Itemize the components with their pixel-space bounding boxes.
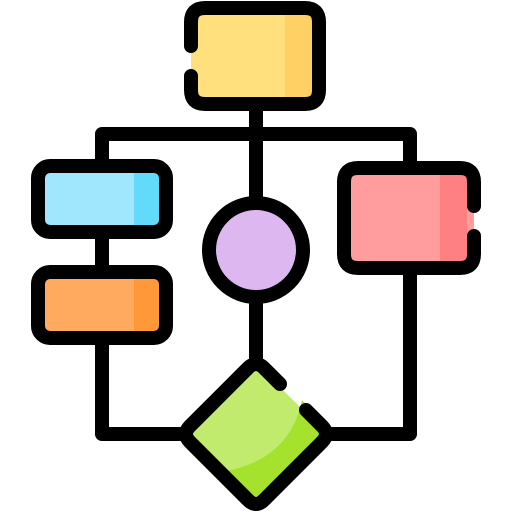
left-top-box-outline <box>31 159 173 239</box>
top-box-shade <box>285 15 312 97</box>
left-bottom-box-outline <box>31 265 173 345</box>
left-bottom-process-box <box>31 265 173 345</box>
left-top-box-shade <box>134 173 159 225</box>
left-bottom-box-shade <box>134 279 159 331</box>
top-process-box <box>184 1 326 111</box>
diamond-outline <box>179 357 333 511</box>
right-box-outline <box>337 161 481 275</box>
connector-right-down <box>323 261 417 441</box>
diamond-shade <box>222 400 328 504</box>
right-process-box <box>337 161 481 275</box>
circle-fill <box>209 203 303 297</box>
decision-circle <box>202 196 310 304</box>
decision-diamond <box>179 357 333 511</box>
connector-left-down <box>95 331 189 441</box>
left-top-process-box <box>31 159 173 239</box>
connector-branch-bar <box>95 127 417 171</box>
circle-outline <box>202 196 310 304</box>
right-box-shade <box>440 175 467 261</box>
top-box-outline <box>184 1 326 111</box>
